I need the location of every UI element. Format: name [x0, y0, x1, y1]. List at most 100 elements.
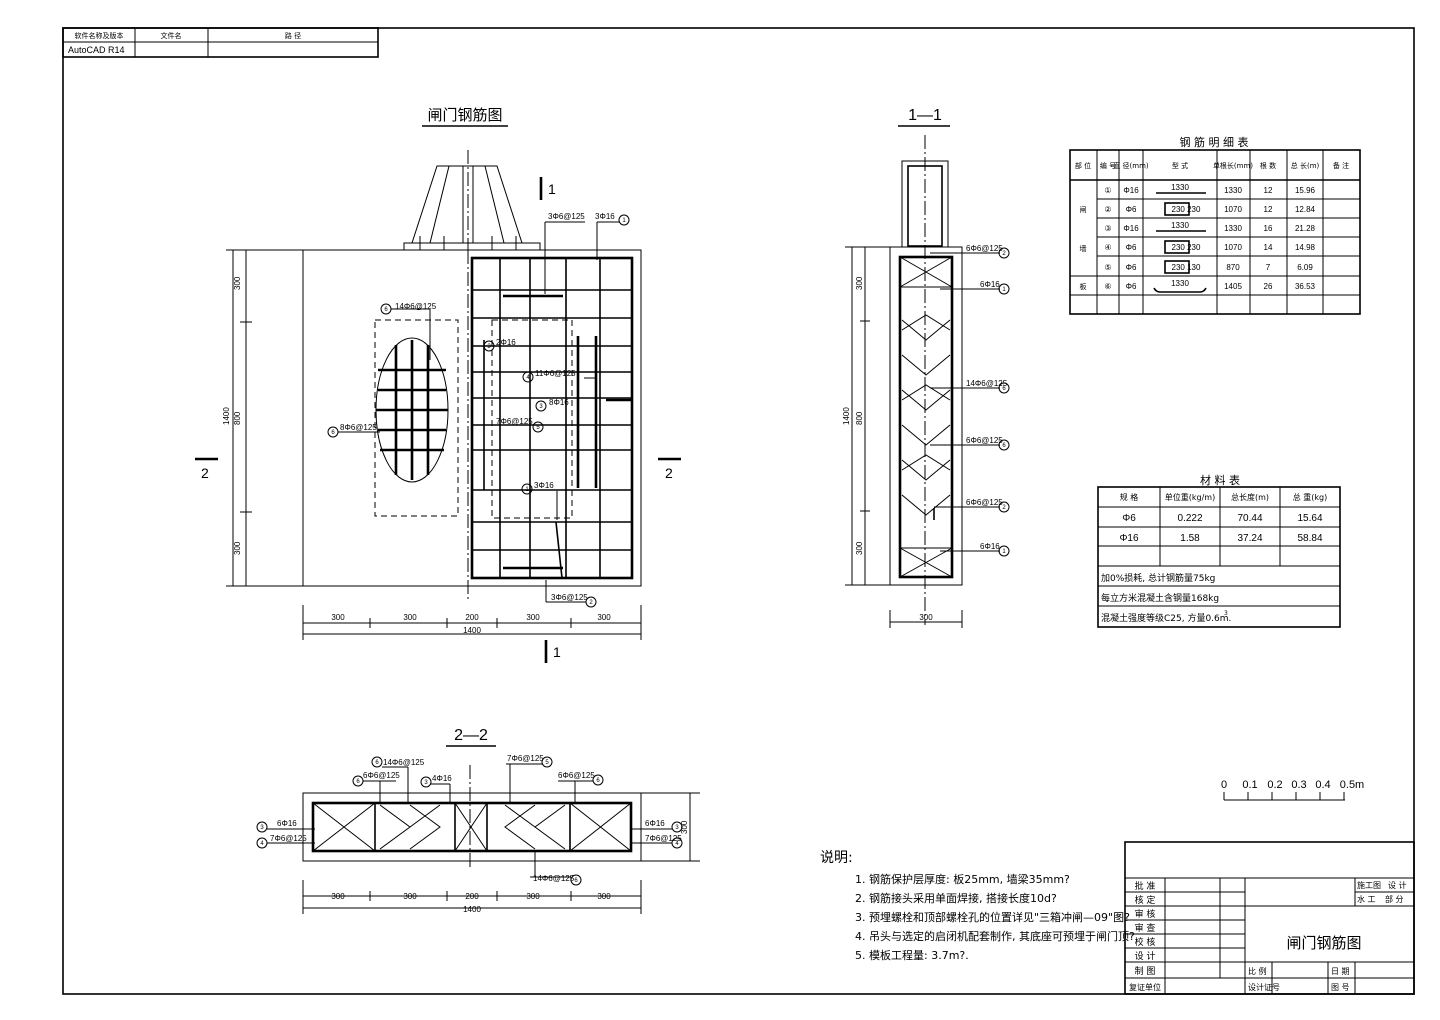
- rebar-group-1: 墙: [1080, 244, 1087, 253]
- mat-note-3-sup: 3: [1224, 610, 1228, 617]
- rebar-hdr-5: 根 数: [1260, 161, 1276, 170]
- svg-text:6: 6: [574, 878, 578, 884]
- tb-role-3: 审 查: [1135, 922, 1156, 934]
- section-2-2: 2—2: [256, 727, 700, 914]
- rebar-r0-len: 1330: [1224, 186, 1242, 195]
- tb-stage-label: 施工图: [1357, 880, 1381, 890]
- rebar-r5-len: 1405: [1224, 282, 1242, 291]
- dim-h-total: 1400: [463, 626, 481, 635]
- file-info-table: 软件名称及版本 文件名 路 径 AutoCAD R14: [62, 27, 379, 58]
- rebar-hdr-0: 部 位: [1075, 161, 1091, 170]
- svg-text:200: 200: [465, 892, 479, 901]
- tb-role-0: 批 准: [1135, 880, 1156, 892]
- svg-text:300: 300: [855, 541, 864, 555]
- main-elevation: 闸门钢筋图: [195, 106, 681, 663]
- rebar-r1-total: 12.84: [1295, 205, 1316, 214]
- sec11-label-e: 6Φ6@125: [966, 498, 1003, 507]
- rebar-r2-no: ③: [1104, 224, 1111, 233]
- callout-3-top: 3Φ6@125: [548, 212, 585, 221]
- scale-label-0: 0: [1221, 779, 1227, 791]
- mat-hdr-0: 规 格: [1120, 492, 1139, 502]
- tb-sheet-label: 图 号: [1331, 983, 1350, 992]
- section-11-title: 1—1: [908, 107, 942, 124]
- dim-h-5: 300: [597, 613, 611, 622]
- svg-text:6: 6: [596, 778, 600, 784]
- svg-text:1400: 1400: [463, 905, 481, 914]
- rebar-r1-len: 1070: [1224, 205, 1242, 214]
- mat-r1-unit: 1.58: [1180, 533, 1200, 544]
- tb-role-6: 制 图: [1135, 965, 1156, 977]
- callout-3-b: 8Φ16: [549, 398, 569, 407]
- scale-label-4: 0.4: [1315, 779, 1330, 791]
- note-5: 5. 模板工程量: 3.7m?.: [855, 948, 969, 962]
- sec22-right-1: 6Φ16: [645, 819, 665, 828]
- rebar-r1-count: 12: [1264, 205, 1273, 214]
- mat-r0-wt: 15.64: [1297, 513, 1322, 524]
- svg-text:6: 6: [1002, 443, 1006, 449]
- sec22-label-b: 6Φ6@125: [363, 771, 400, 780]
- cut-mark-2-right: 2: [665, 465, 673, 481]
- svg-text:300: 300: [403, 892, 417, 901]
- svg-text:300: 300: [331, 892, 345, 901]
- svg-text:3: 3: [539, 404, 543, 410]
- svg-text:1400: 1400: [842, 407, 851, 425]
- mat-r1-spec: Φ16: [1119, 533, 1139, 544]
- tb-role-7: 复证单位: [1129, 982, 1161, 992]
- tb-role-2: 审 核: [1135, 908, 1156, 920]
- mat-r0-len: 70.44: [1237, 513, 1262, 524]
- tb-scale-label: 比 例: [1248, 966, 1267, 976]
- mat-hdr-1: 单位重(kg/m): [1165, 492, 1215, 502]
- file-info-col3: 路 径: [285, 31, 301, 40]
- rebar-hdr-1: 编 号: [1100, 161, 1116, 170]
- svg-text:3: 3: [675, 825, 679, 831]
- svg-text:300: 300: [597, 892, 611, 901]
- mat-r1-len: 37.24: [1237, 533, 1262, 544]
- svg-text:2: 2: [1002, 251, 1006, 257]
- mat-hdr-3: 总 重(kg): [1293, 492, 1328, 502]
- material-table: 材 料 表 规 格 单位重(kg/m) 总长度(m) 总 重(kg) Φ6 0.…: [1097, 473, 1341, 628]
- section-1-1: 1—1: [842, 107, 1010, 628]
- svg-text:3: 3: [260, 825, 264, 831]
- rebar-hdr-4: 单根长(mm): [1213, 161, 1253, 170]
- svg-text:300: 300: [855, 276, 864, 290]
- rebar-r1-no: ②: [1104, 205, 1111, 214]
- rebar-r4-no: ⑤: [1104, 263, 1111, 272]
- rebar-r4-total: 6.09: [1297, 263, 1313, 272]
- svg-text:3: 3: [424, 780, 428, 786]
- rebar-r2-shape: 1330: [1171, 221, 1189, 230]
- tb-role-1: 核 定: [1135, 894, 1156, 906]
- sec11-label-c: 14Φ6@125: [966, 379, 1008, 388]
- dim-v-total: 1400: [222, 407, 231, 425]
- rebar-r0-no: ①: [1104, 186, 1111, 195]
- tb-dept-label: 水 工: [1357, 894, 1376, 904]
- rebar-group-0: 闸: [1080, 206, 1087, 214]
- scale-label-1: 0.1: [1242, 779, 1257, 791]
- svg-text:6: 6: [331, 430, 335, 436]
- sec11-width: 300: [919, 613, 933, 622]
- sec22-bottom: 14Φ6@125: [533, 874, 575, 883]
- rebar-schedule-table: 钢 筋 明 细 表 部 位 编 号 直 径(mm) 型 式 单根长(mm) 根 …: [1069, 135, 1361, 315]
- scale-label-5: 0.5m: [1340, 779, 1364, 791]
- sec11-label-d: 6Φ6@125: [966, 436, 1003, 445]
- callout-6-left: 8Φ6@125: [340, 423, 377, 432]
- rebar-r5-shape: 1330: [1171, 279, 1189, 288]
- svg-text:1: 1: [622, 218, 626, 224]
- svg-text:1: 1: [1002, 287, 1006, 293]
- mat-note-3: 混凝土强度等级C25, 方量0.6m.: [1101, 612, 1231, 624]
- rebar-hdr-6: 总 长(m): [1291, 161, 1320, 170]
- tb-stage-value: 设 计: [1388, 880, 1407, 890]
- rebar-r5-dia: Φ6: [1126, 282, 1137, 291]
- rebar-r4-dia: Φ6: [1126, 263, 1137, 272]
- main-view-title: 闸门钢筋图: [427, 106, 502, 124]
- callout-2-bot: 3Φ6@125: [551, 593, 588, 602]
- tb-role-5: 设 计: [1135, 950, 1156, 962]
- rebar-r0-count: 12: [1264, 186, 1273, 195]
- file-info-col1: 软件名称及版本: [75, 31, 124, 40]
- rebar-r1-shape: 230 230: [1172, 205, 1201, 214]
- notes: 说明: 1. 钢筋保护层厚度: 板25mm, 墙梁35mm? 2. 钢筋接头采用…: [820, 850, 1135, 962]
- svg-text:4: 4: [526, 375, 530, 381]
- rebar-r1-dia: Φ6: [1126, 205, 1137, 214]
- rebar-r4-len: 870: [1226, 263, 1240, 272]
- rebar-r3-shape: 230 230: [1172, 243, 1201, 252]
- mat-note-2: 每立方米混凝土含钢量168kg: [1101, 592, 1219, 604]
